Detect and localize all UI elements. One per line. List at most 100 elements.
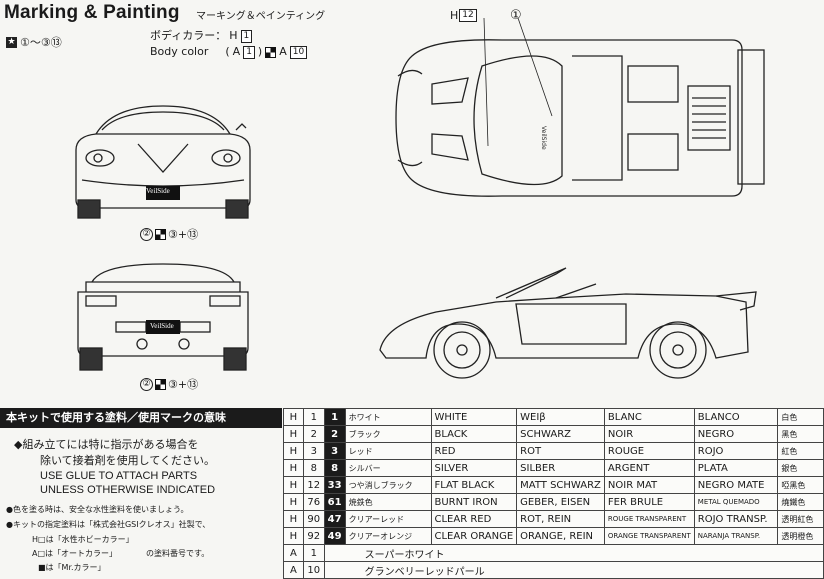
steps-text: ①～③⑬: [20, 36, 62, 49]
paint-name-en: CLEAR ORANGE: [430, 527, 518, 545]
paint-name-de: ROT, REIN: [516, 510, 605, 528]
paint-name-cn: 黑色: [777, 425, 824, 443]
paint-h-number: 3: [302, 442, 325, 460]
body-code-a-letter: A: [232, 45, 241, 58]
paint-name-de: WEIβ: [516, 408, 605, 426]
info-note-6: の塗料番号です。: [146, 549, 210, 558]
body-code-a: 1: [243, 45, 255, 59]
paint-name-jp: ブラック: [344, 425, 432, 443]
paint-mr-number: 3: [323, 442, 346, 460]
paint-mr-number: 47: [323, 510, 346, 528]
paint-mr-number: 1: [323, 408, 346, 426]
paint-h-number: 8: [302, 459, 325, 477]
paint-name-es: BLANCO: [693, 408, 779, 426]
paint-name-cn: 透明橙色: [777, 527, 824, 545]
top-view-marker: ①: [510, 8, 522, 23]
paint-name-jp: シルバー: [344, 459, 432, 477]
front-caption: ② ③+⑬: [140, 226, 198, 242]
top-view-h-label: H 12: [450, 9, 477, 22]
rear-caption: ② ③+⑬: [140, 376, 198, 392]
paint-name-de: SCHWARZ: [516, 425, 605, 443]
paint-h-letter: H: [283, 476, 304, 494]
paint-name-es: NEGRO MATE: [693, 476, 779, 494]
paint-name-cn: 啞黑色: [777, 476, 824, 494]
h-letter: H: [450, 9, 459, 22]
mix-icon: [155, 228, 166, 240]
paint-a-number: 10: [302, 561, 325, 579]
info-note-5: ■は「Mr.カラー」: [38, 563, 106, 572]
paint-name-fr: ARGENT: [603, 459, 695, 477]
paint-a-letter: A: [283, 544, 304, 562]
paint-name-en: BURNT IRON: [430, 493, 518, 511]
paint-name-en: SILVER: [430, 459, 518, 477]
mix-icon: [155, 378, 166, 390]
paint-h-letter: H: [283, 510, 304, 528]
info-line-3: USE GLUE TO ATTACH PARTS: [40, 470, 198, 482]
paint-name-de: SILBER: [516, 459, 605, 477]
paint-name-en: CLEAR RED: [430, 510, 518, 528]
paint-name-de: MATT SCHWARZ: [516, 476, 605, 494]
paint-name-cn: 透明紅色: [777, 510, 824, 528]
front-caption-b: ③+⑬: [168, 228, 199, 241]
paint-name-en: FLAT BLACK: [430, 476, 518, 494]
body-code-a2-letter: A: [279, 45, 287, 58]
paint-name-en: BLACK: [430, 425, 518, 443]
info-heading: 本キットで使用する塗料／使用マークの意味: [0, 408, 282, 428]
paint-name-fr: ORANGE TRANSPARENT: [603, 527, 695, 545]
info-line-1: ◆組み立てには特に指示がある場合を: [14, 438, 199, 451]
info-note-4: A□は「オートカラー」: [32, 549, 118, 558]
paint-a-name-jp: グランベリーレッドパール: [323, 561, 824, 579]
paint-name-es: NEGRO: [693, 425, 779, 443]
paint-h-number: 92: [302, 527, 325, 545]
paint-name-cn: 紅色: [777, 442, 824, 460]
paint-a-name-jp: スーパーホワイト: [323, 544, 824, 562]
paint-name-jp: クリアーオレンジ: [344, 527, 432, 545]
info-line-2: 除いて接着剤を使用してください。: [40, 454, 216, 467]
paint-name-fr: NOIR MAT: [603, 476, 695, 494]
body-color-jp: ボディカラー：: [150, 29, 227, 42]
paint-name-cn: 白色: [777, 408, 824, 426]
body-code-a2: 10: [289, 45, 308, 59]
paint-a-letter: A: [283, 561, 304, 579]
info-line-4: UNLESS OTHERWISE INDICATED: [40, 484, 216, 496]
paint-h-letter: H: [283, 527, 304, 545]
paint-name-jp: レッド: [344, 442, 432, 460]
paint-name-fr: NOIR: [603, 425, 695, 443]
info-note-1: ●色を塗る時は、安全な水性塗料を使いましょう。: [6, 505, 189, 514]
paint-name-de: GEBER, EISEN: [516, 493, 605, 511]
paint-h-letter: H: [283, 425, 304, 443]
paint-h-number: 90: [302, 510, 325, 528]
body-color-block: ボディカラー： H 1 Body color ( A 1 ) A 10: [150, 28, 308, 60]
page-subtitle: マーキング＆ペインティング: [196, 11, 326, 22]
paint-h-letter: H: [283, 493, 304, 511]
paint-name-fr: ROUGE: [603, 442, 695, 460]
info-block: 本キットで使用する塗料／使用マークの意味 ◆組み立てには特に指示がある場合を 除…: [0, 408, 282, 576]
rear-caption-a: ②: [140, 377, 153, 391]
paint-h-number: 12: [302, 476, 325, 494]
top-view-drawing: [395, 17, 765, 197]
paint-mr-number: 33: [323, 476, 346, 494]
side-view-drawing: [379, 267, 757, 379]
star-icon: ★: [6, 36, 17, 48]
paint-h-number: 2: [302, 425, 325, 443]
paint-name-cn: 銀色: [777, 459, 824, 477]
paint-name-jp: ホワイト: [344, 408, 432, 426]
paint-a-number: 1: [302, 544, 325, 562]
paint-name-de: ROT: [516, 442, 605, 460]
paint-name-es: NARANJA TRANSP.: [693, 527, 779, 545]
paint-name-cn: 燒鐵色: [777, 493, 824, 511]
info-note-3: H□は「水性ホビーカラー」: [32, 535, 134, 544]
paint-name-fr: BLANC: [603, 408, 695, 426]
paint-mr-number: 2: [323, 425, 346, 443]
paint-name-jp: クリアーレッド: [344, 510, 432, 528]
top-view-side-text: VeilSide: [540, 126, 547, 150]
paint-h-letter: H: [283, 442, 304, 460]
